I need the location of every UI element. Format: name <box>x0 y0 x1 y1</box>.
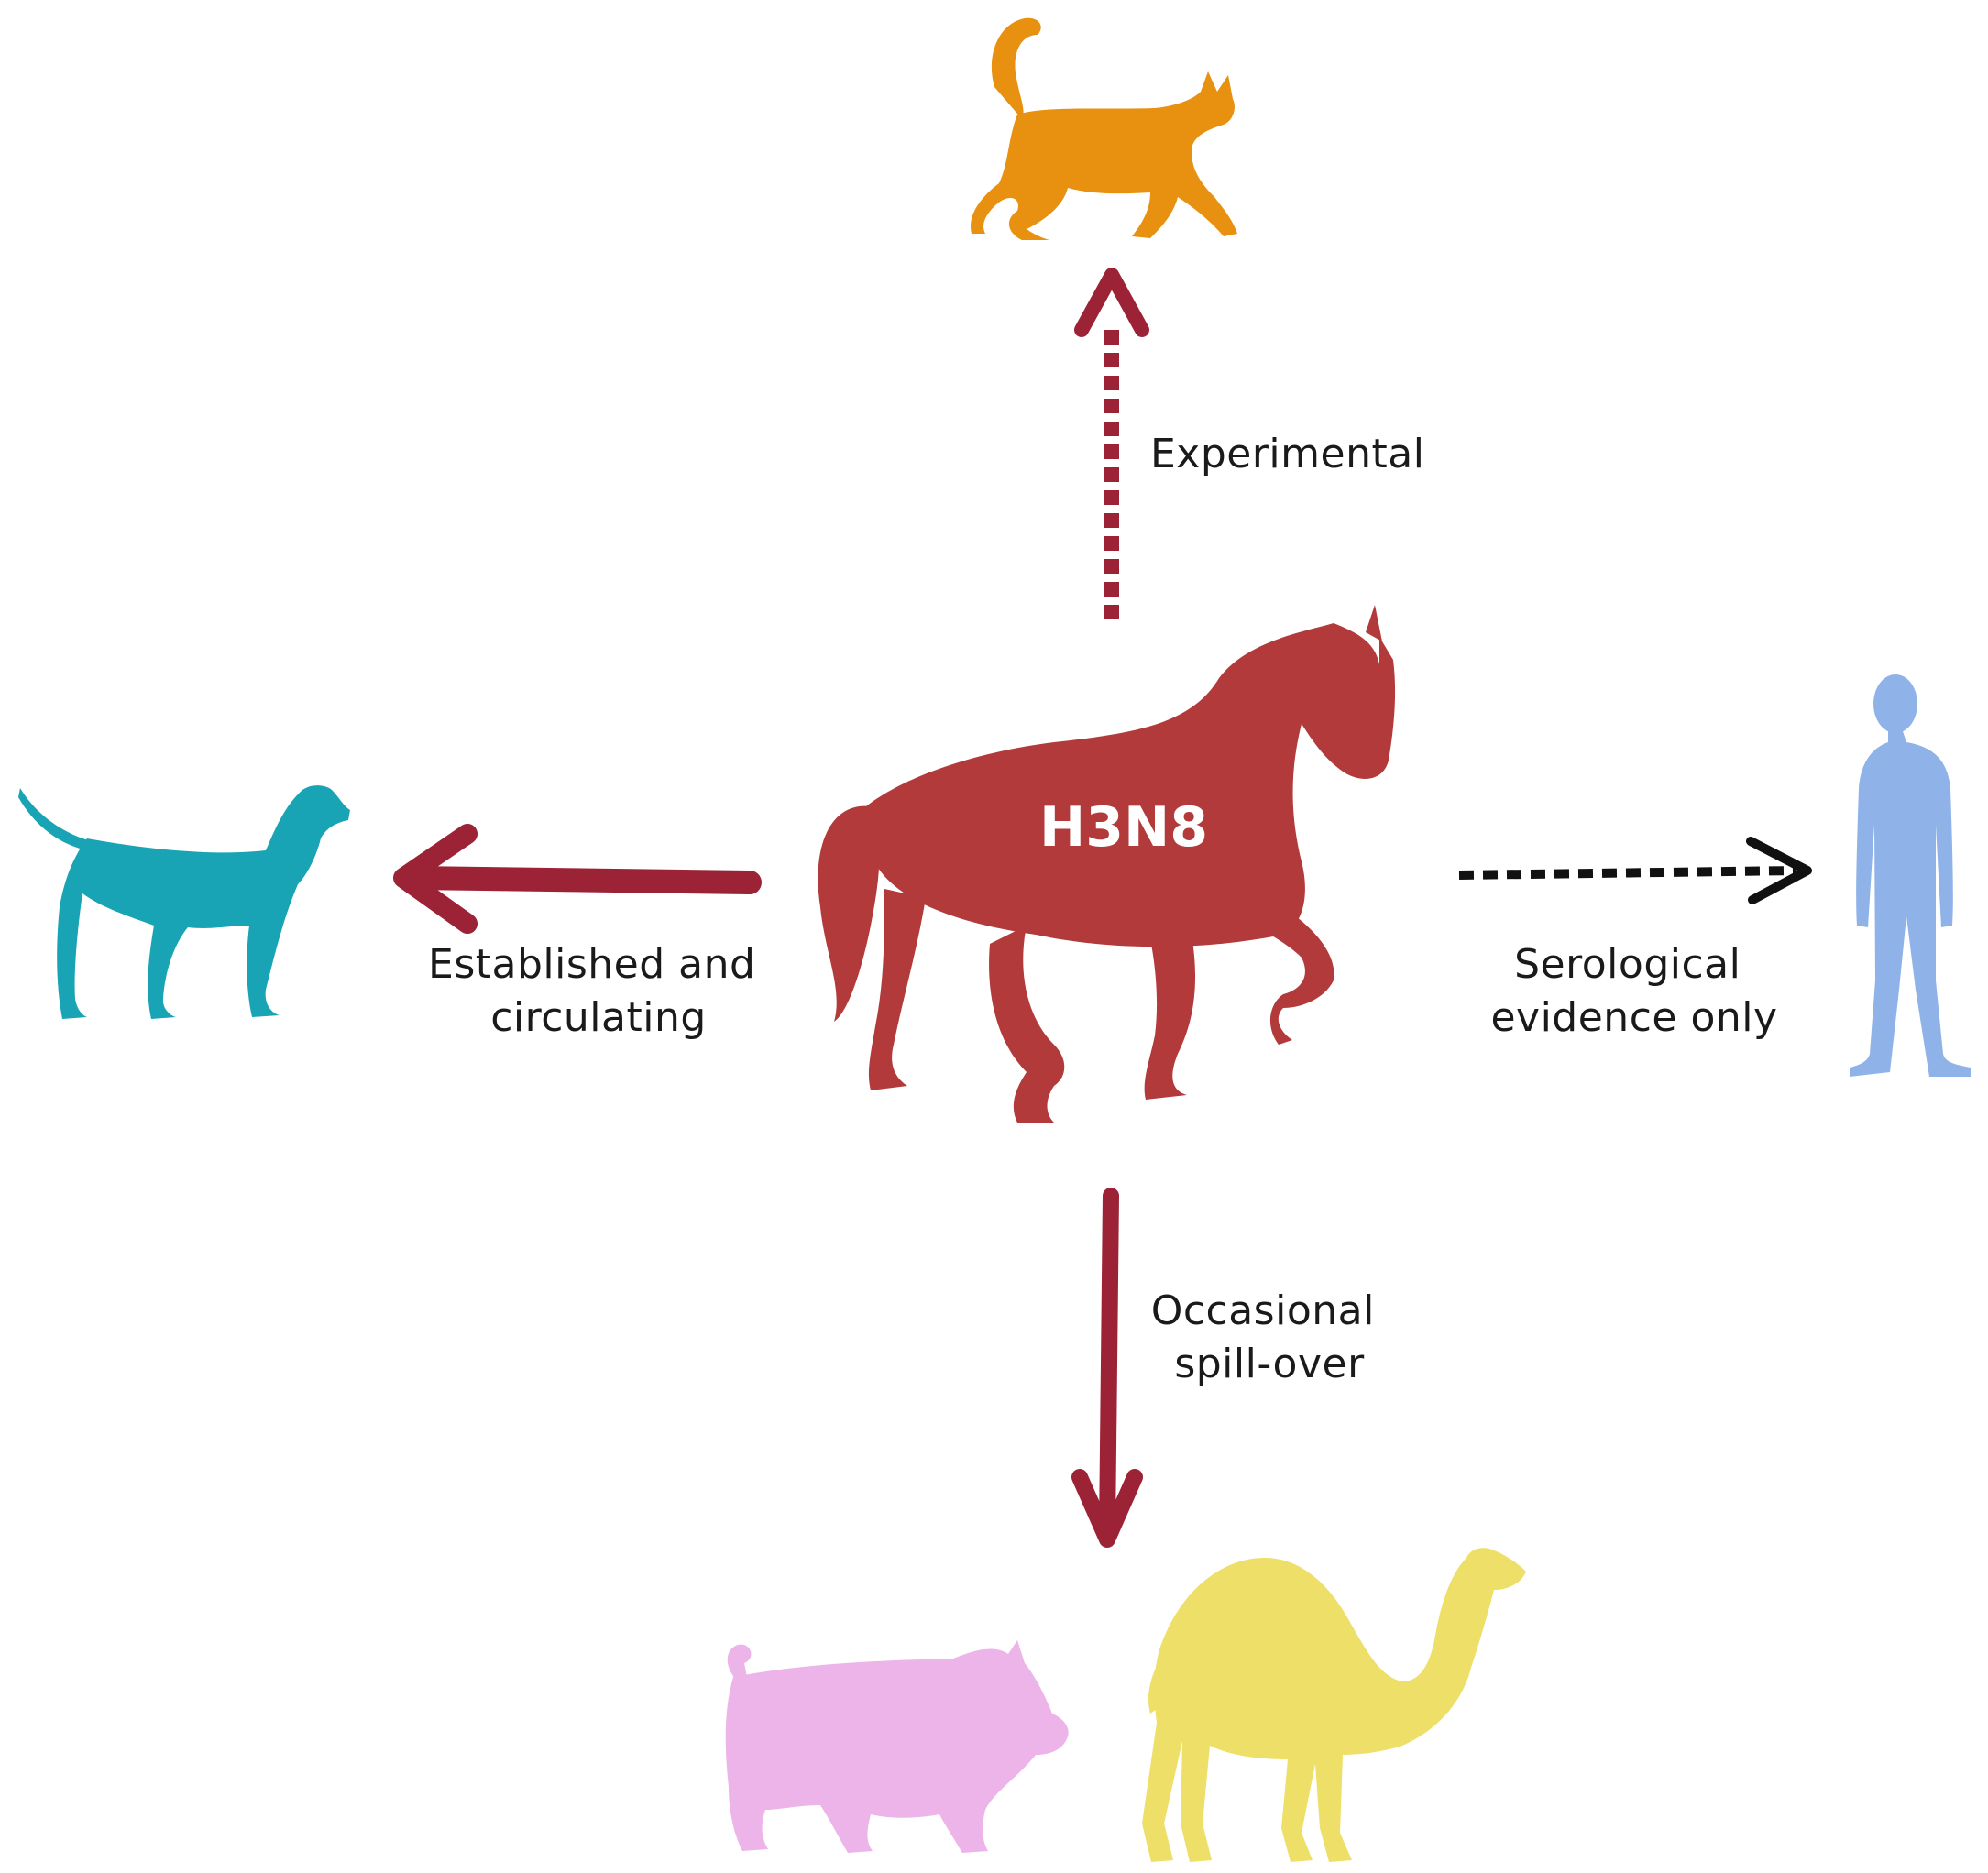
arrow-experimental <box>1074 268 1149 619</box>
label-serological: Serological evidence only <box>1490 941 1777 1041</box>
pig-icon <box>725 1640 1069 1853</box>
arrow-established <box>393 824 762 934</box>
label-spillover: Occasional spill-over <box>1151 1287 1389 1387</box>
center-label: H3N8 <box>1039 795 1208 860</box>
label-experimental: Experimental <box>1150 431 1424 477</box>
arrow-serological <box>1458 837 1812 904</box>
horse-icon <box>818 605 1396 1123</box>
label-established: Established and circulating <box>428 941 769 1041</box>
dog-icon <box>18 785 351 1019</box>
camel-icon <box>1142 1548 1526 1862</box>
arrow-spillover <box>1071 1188 1143 1548</box>
cat-icon <box>971 17 1237 240</box>
human-icon <box>1850 674 1971 1077</box>
